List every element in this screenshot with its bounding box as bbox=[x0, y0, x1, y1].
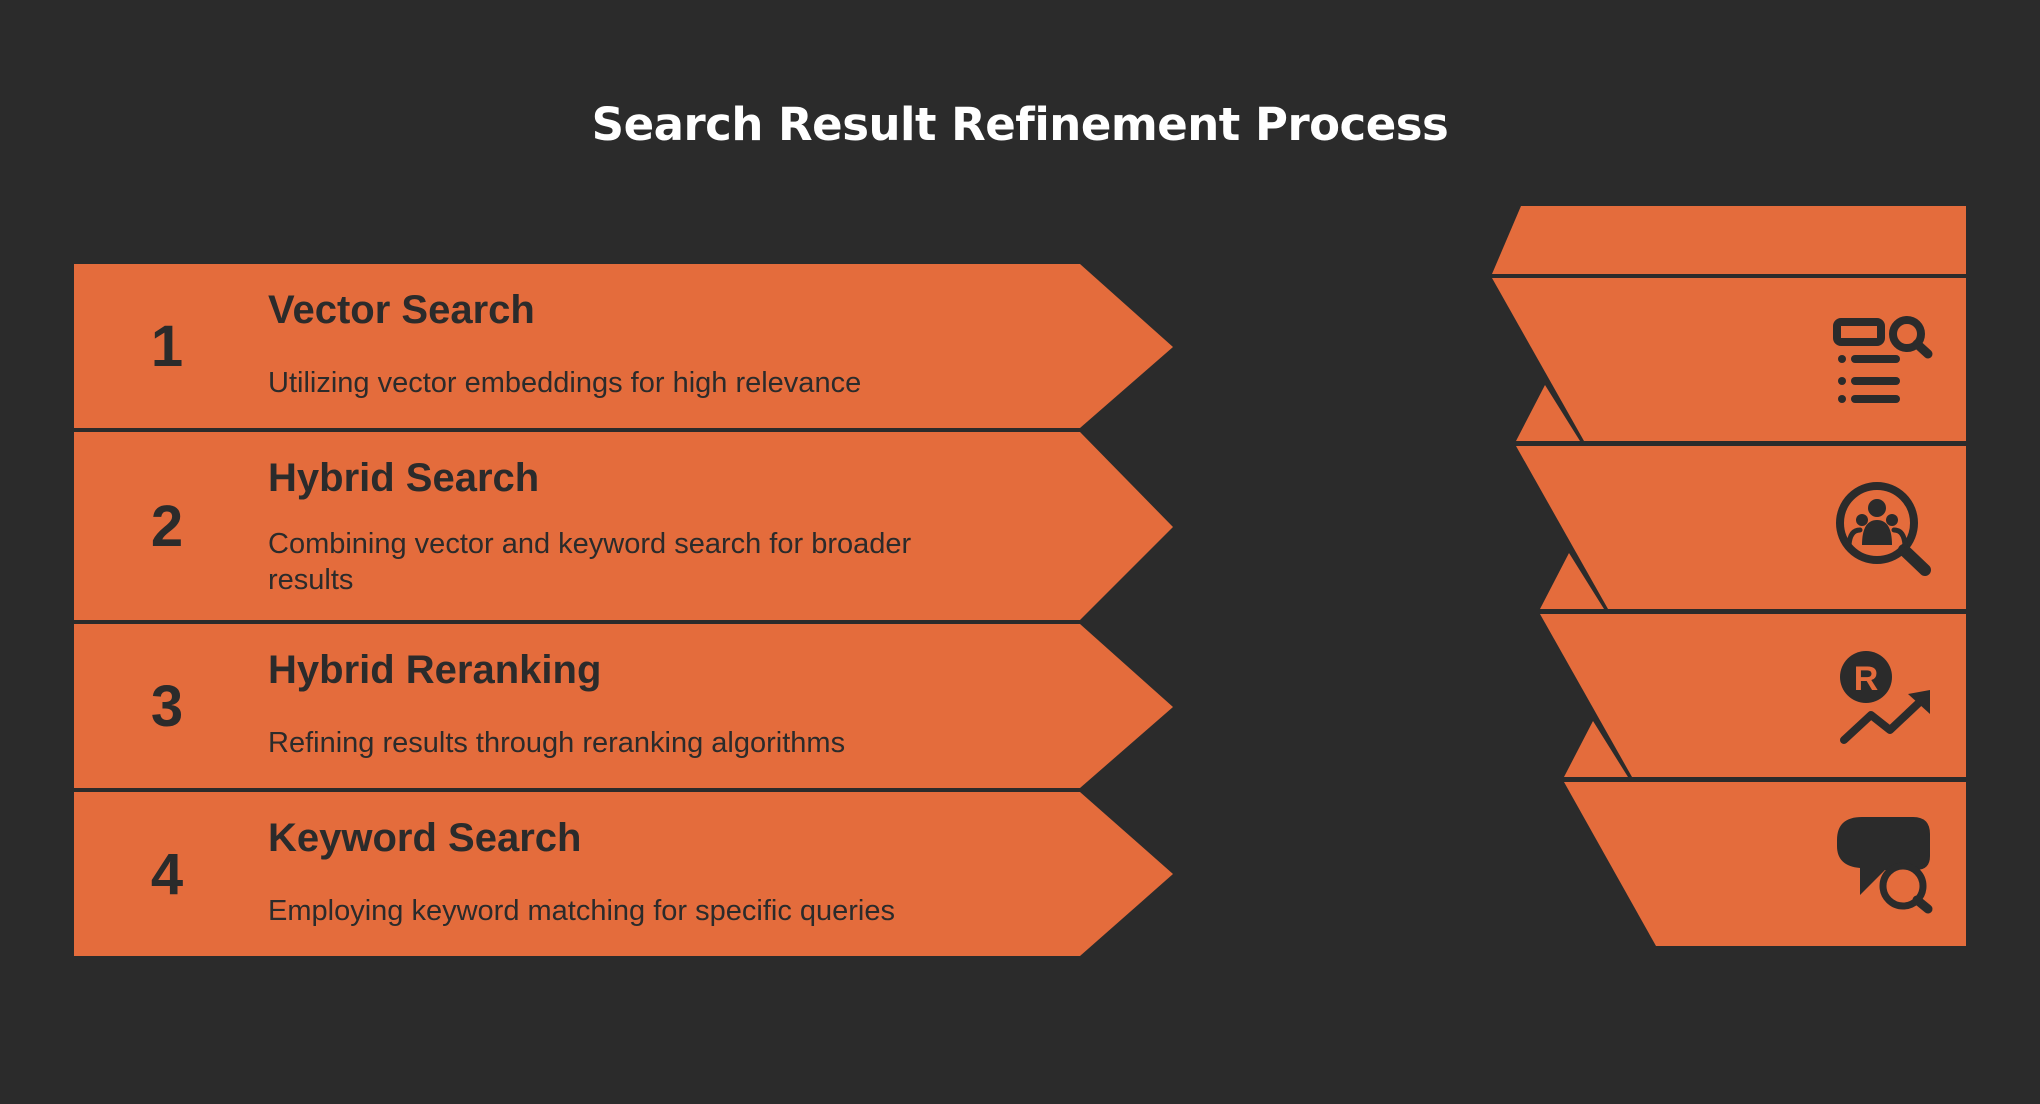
step-4-title: Keyword Search bbox=[268, 816, 582, 860]
step-1-title: Vector Search bbox=[268, 288, 535, 332]
step-1-banner bbox=[74, 264, 1173, 428]
step-2-title: Hybrid Search bbox=[268, 456, 540, 500]
search-list-icon bbox=[1833, 316, 1933, 403]
diagram-title: Search Result Refinement Process bbox=[591, 98, 1449, 151]
icon-band-3-notch bbox=[1564, 721, 1628, 777]
step-2-banner bbox=[74, 432, 1173, 620]
step-3-number: 3 bbox=[150, 674, 184, 739]
step-3-banner bbox=[74, 624, 1173, 788]
step-3-description: Refining results through reranking algor… bbox=[268, 727, 846, 759]
step-4-description: Employing keyword matching for specific … bbox=[268, 895, 895, 927]
stair-cap bbox=[1492, 206, 1966, 274]
icon-band-2 bbox=[1516, 446, 1966, 609]
icon-band-1-notch bbox=[1516, 385, 1580, 441]
step-2-number: 2 bbox=[150, 494, 184, 559]
step-4-number: 4 bbox=[150, 842, 184, 907]
icon-band-2-notch bbox=[1540, 553, 1604, 609]
step-1-number: 1 bbox=[150, 314, 184, 379]
svg-text:R: R bbox=[1854, 660, 1879, 698]
step-3-title: Hybrid Reranking bbox=[268, 648, 602, 692]
step-4-banner bbox=[74, 792, 1173, 956]
chat-search-icon bbox=[1837, 817, 1933, 914]
rank-trend-icon: R bbox=[1840, 651, 1930, 744]
step-2-description: Combining vector and keyword search for … bbox=[268, 528, 912, 596]
step-1-description: Utilizing vector embeddings for high rel… bbox=[268, 367, 862, 399]
people-search-icon bbox=[1836, 482, 1931, 576]
